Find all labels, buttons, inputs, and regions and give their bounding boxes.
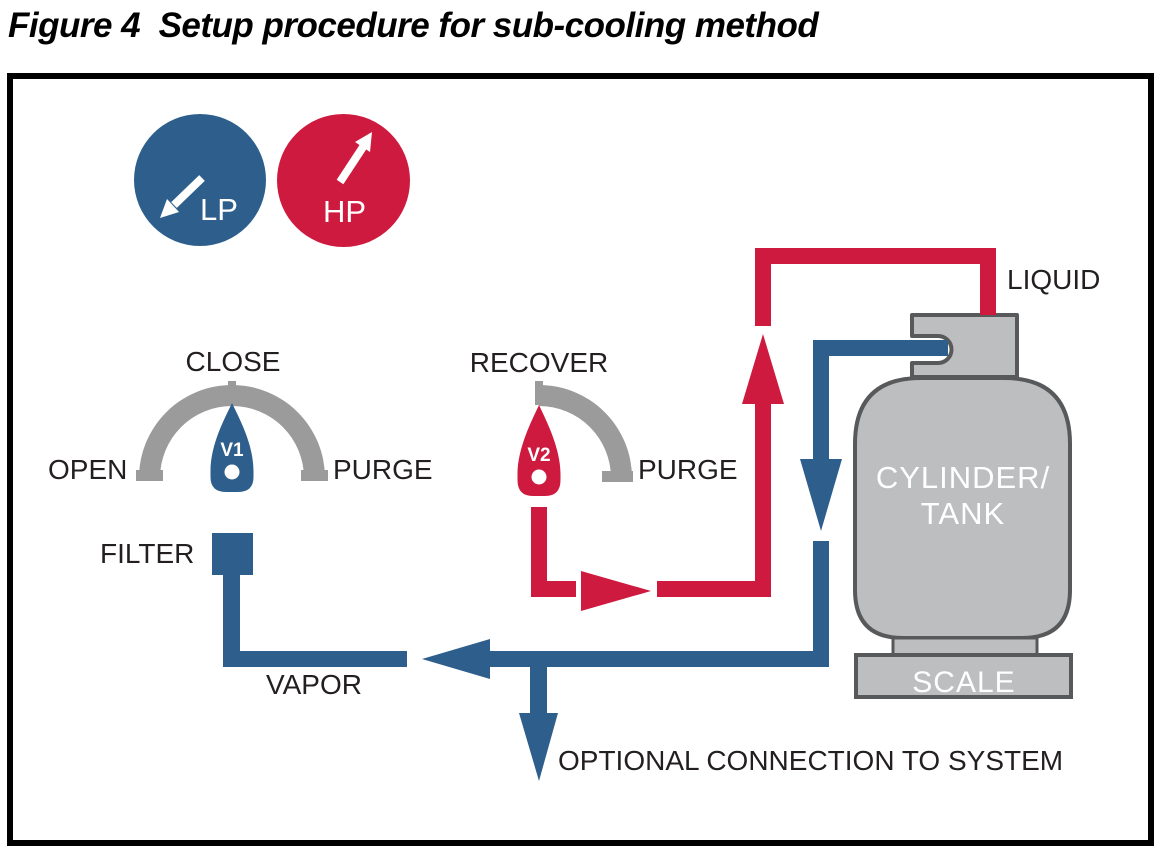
blue-tank-pipe-horizontal bbox=[813, 340, 948, 356]
v2-stem-pipe bbox=[531, 507, 547, 597]
red-tank-drop-pipe bbox=[980, 248, 996, 315]
vapor-pipe-left bbox=[223, 651, 407, 667]
blue-tank-pipe-vertical-lower bbox=[813, 541, 829, 667]
blue-arrow-down-icon bbox=[800, 459, 842, 531]
blue-arrow-left-icon bbox=[422, 639, 490, 679]
v1-pointer bbox=[210, 403, 254, 492]
v1-dot bbox=[224, 464, 240, 480]
tank-name-line2: TANK bbox=[920, 496, 1006, 531]
scale-label: SCALE bbox=[912, 666, 1016, 699]
filter-label: FILTER bbox=[100, 538, 195, 569]
hp-arrow-icon bbox=[336, 132, 372, 185]
v1-close-label: CLOSE bbox=[185, 346, 281, 377]
v2-pointer bbox=[517, 405, 561, 496]
vapor-pipe-blue bbox=[212, 340, 948, 781]
figure-title: Figure 4 Setup procedure for sub-cooling… bbox=[8, 6, 819, 45]
red-riser-lower bbox=[755, 403, 771, 597]
tank-foot bbox=[891, 636, 1039, 657]
red-arrow-right-icon bbox=[581, 571, 651, 611]
v1-purge-label: PURGE bbox=[333, 454, 433, 485]
valve1-gauge bbox=[136, 381, 328, 492]
valve2-gauge bbox=[517, 381, 633, 496]
lp-gauge-circle: LP bbox=[134, 114, 266, 246]
tank-name-line1: CYLINDER/ bbox=[875, 460, 1051, 495]
lp-arrow-icon bbox=[160, 175, 205, 218]
filter-square bbox=[212, 533, 253, 575]
v2-foot-right bbox=[602, 471, 633, 482]
red-bottom-pipe-right bbox=[657, 581, 771, 597]
filter-stem-pipe bbox=[223, 575, 240, 667]
red-riser-upper bbox=[755, 248, 771, 326]
blue-arrow-down-branch-icon bbox=[519, 713, 558, 781]
v2-purge-label: PURGE bbox=[638, 454, 738, 485]
vapor-label: VAPOR bbox=[266, 669, 362, 700]
red-bottom-pipe-left bbox=[531, 581, 576, 597]
vapor-pipe-right bbox=[489, 651, 829, 667]
v1-open-label: OPEN bbox=[48, 454, 128, 485]
tank-body bbox=[853, 376, 1072, 640]
v2-recover-label: RECOVER bbox=[469, 347, 609, 378]
red-arrow-up-icon bbox=[742, 334, 784, 404]
v2-tag: V2 bbox=[527, 445, 551, 466]
scale-base bbox=[854, 653, 1073, 699]
cylinder-tank bbox=[853, 313, 1073, 699]
v2-arc bbox=[539, 385, 632, 478]
blue-tank-pipe-vertical-upper bbox=[813, 340, 829, 460]
optional-branch-pipe bbox=[530, 667, 547, 714]
v1-tag: V1 bbox=[220, 440, 244, 461]
v1-foot-right bbox=[301, 470, 328, 481]
liquid-label: LIQUID bbox=[1007, 264, 1101, 295]
optional-connection-label: OPTIONAL CONNECTION TO SYSTEM bbox=[558, 745, 1064, 776]
hp-label: HP bbox=[323, 194, 367, 229]
v1-foot-left bbox=[136, 470, 163, 481]
lp-label: LP bbox=[200, 192, 238, 227]
hp-gauge-circle: HP bbox=[277, 114, 410, 247]
red-top-pipe bbox=[755, 248, 996, 264]
v2-dot bbox=[531, 469, 547, 485]
tank-cap bbox=[910, 313, 1019, 379]
liquid-pipe-red bbox=[531, 248, 996, 611]
v1-arc bbox=[139, 385, 325, 478]
